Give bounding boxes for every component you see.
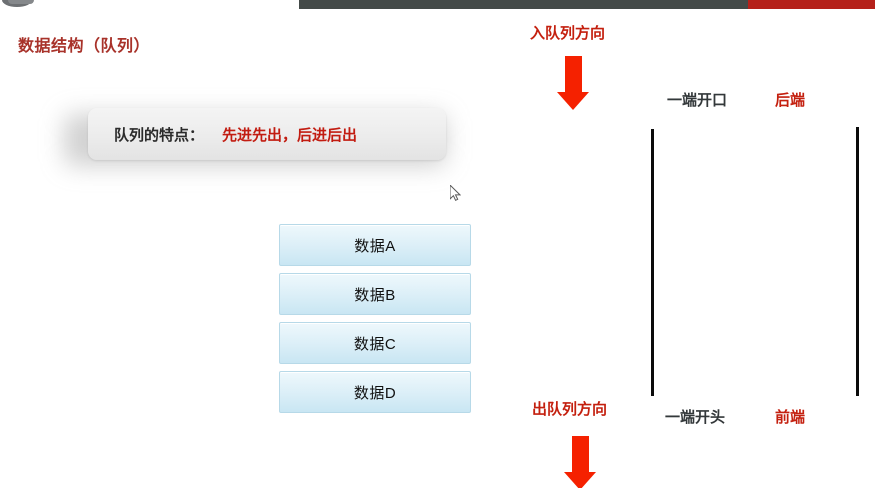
dequeue-arrow-shaft — [572, 436, 589, 473]
data-box[interactable]: 数据C — [279, 322, 471, 364]
label-front: 前端 — [775, 409, 806, 426]
callout-label: 队列的特点： — [114, 126, 205, 144]
enqueue-arrow-shaft — [565, 56, 582, 93]
label-rear: 后端 — [775, 92, 806, 109]
mouse-pointer-icon — [450, 185, 461, 201]
data-box[interactable]: 数据D — [279, 371, 471, 413]
top-bar-red-segment[interactable] — [748, 0, 875, 9]
data-box-stack: 数据A 数据B 数据C 数据D — [279, 224, 471, 420]
data-box[interactable]: 数据A — [279, 224, 471, 266]
top-bar-dark-segment — [299, 0, 748, 9]
queue-rail-left — [651, 129, 654, 396]
dequeue-arrow-head — [564, 472, 596, 488]
data-box-label: 数据C — [353, 335, 397, 353]
data-box[interactable]: 数据B — [279, 273, 471, 315]
top-chrome-bar — [0, 0, 875, 9]
label-enqueue-direction: 入队列方向 — [530, 25, 606, 42]
window-control-nub-highlight-icon — [8, 0, 34, 4]
label-head-end: 一端开头 — [665, 409, 726, 426]
page-title: 数据结构（队列） — [18, 38, 151, 55]
data-box-label: 数据D — [353, 384, 397, 402]
queue-rail-right — [856, 127, 859, 396]
enqueue-arrow-head — [557, 92, 589, 110]
feature-callout: 队列的特点： 先进先出，后进后出 — [64, 108, 446, 166]
label-open-end: 一端开口 — [667, 92, 728, 109]
callout-box: 队列的特点： 先进先出，后进后出 — [88, 108, 446, 160]
data-box-label: 数据A — [354, 237, 396, 255]
callout-value: 先进先出，后进后出 — [222, 126, 358, 144]
label-dequeue-direction: 出队列方向 — [532, 401, 608, 418]
data-box-label: 数据B — [354, 286, 396, 304]
